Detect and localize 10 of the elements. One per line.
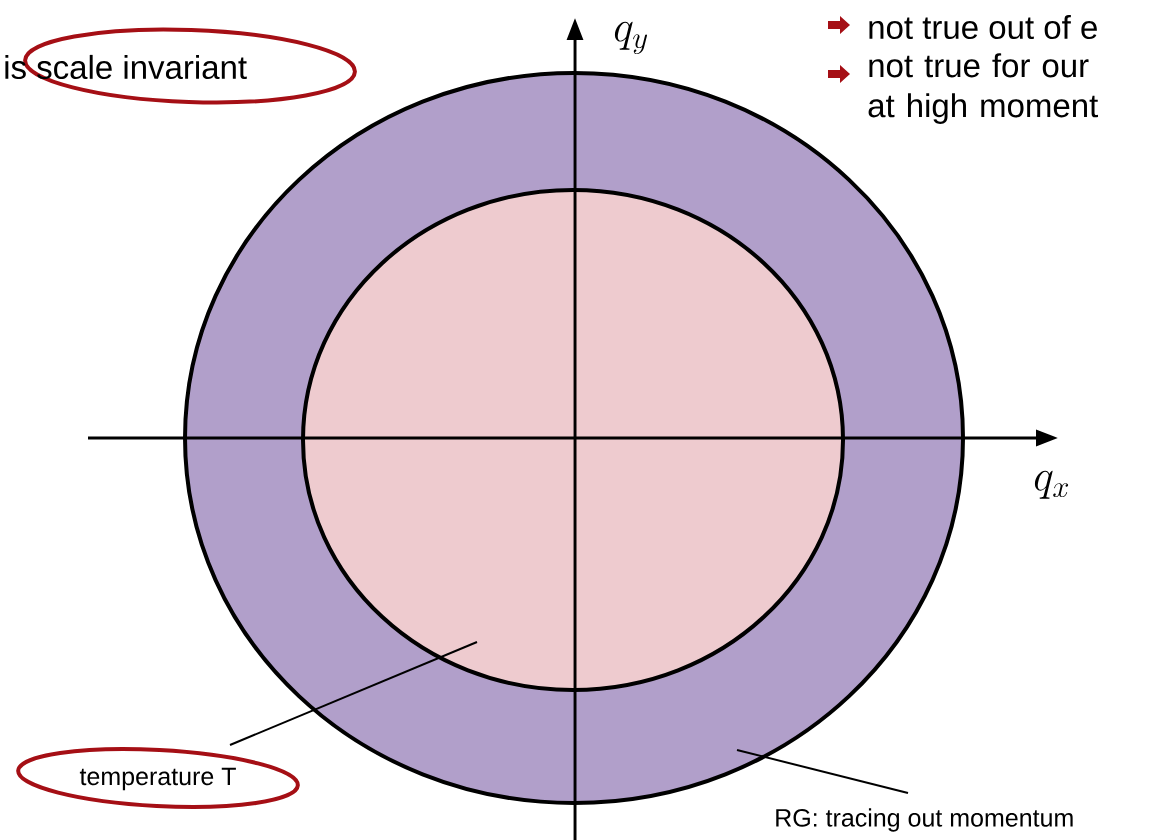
axis-label: $q_y$ (614, 21, 648, 55)
note-text: is scale invariant (5, 54, 247, 80)
bullet-text: not true out of e (869, 14, 1097, 40)
inner-disk (301, 188, 845, 692)
axis-label: $q_x$ (1034, 470, 1069, 499)
bullet-text: not true for our at high moment (868, 53, 1098, 124)
callout-label: RG: tracing out momentum (776, 808, 1073, 832)
leader-line (736, 749, 909, 794)
callout-label: temperature T (79, 767, 236, 791)
leader-line (229, 641, 478, 746)
